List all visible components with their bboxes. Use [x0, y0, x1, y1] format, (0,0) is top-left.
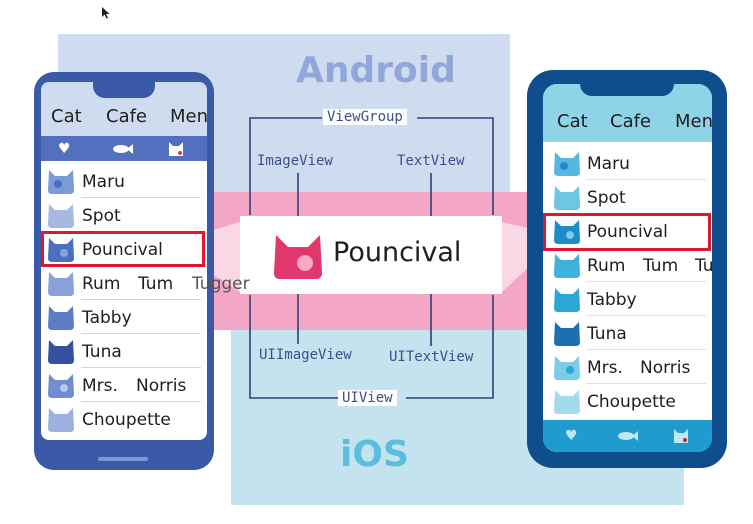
cat-face-icon — [48, 374, 74, 398]
cat-face-icon — [48, 238, 74, 262]
cat-face-icon — [554, 390, 580, 414]
uiimageview-label: UIImageView — [259, 347, 352, 363]
cat-name-word: Mrs. — [82, 376, 118, 396]
list-item[interactable]: Mrs. Norris — [41, 368, 207, 402]
cat-name: Pouncival — [587, 222, 668, 242]
cat-face-icon — [554, 322, 580, 346]
list-item[interactable]: Choupette — [41, 402, 207, 436]
list-item[interactable]: Maru — [41, 164, 207, 198]
cat-icon[interactable] — [673, 428, 689, 444]
heart-icon[interactable]: ♥ — [58, 141, 71, 157]
list-item[interactable]: Spot — [543, 180, 712, 214]
cat-face-icon — [48, 170, 74, 194]
cat-name: Spot — [587, 188, 626, 208]
textview-label: TextView — [397, 153, 465, 169]
list-item[interactable]: Rum Tum Tugger — [543, 248, 712, 282]
fish-icon[interactable] — [617, 431, 639, 441]
list-item-highlighted[interactable]: Pouncival — [41, 232, 207, 266]
cat-name: Tabby — [82, 308, 132, 328]
android-title-word: Cat — [51, 106, 82, 127]
cat-name-word: Tum — [643, 256, 679, 276]
cat-name-word: Norris — [640, 358, 691, 378]
android-title-word: Cafe — [106, 106, 148, 127]
android-home-bar[interactable] — [98, 457, 148, 461]
android-list: Maru Spot Pouncival Rum Tum Tugger Tabby… — [41, 164, 250, 440]
cat-face-icon — [48, 408, 74, 432]
cat-face-icon — [48, 306, 74, 330]
android-notch — [93, 76, 155, 98]
cat-name-word: Norris — [136, 376, 187, 396]
cat-face-icon — [274, 235, 322, 279]
cat-name-word: Rum — [82, 274, 121, 294]
list-item[interactable]: Tuna — [543, 316, 712, 350]
ios-notch — [580, 76, 674, 96]
cat-name: Choupette — [587, 392, 676, 412]
cat-face-icon — [554, 288, 580, 312]
cat-face-icon — [554, 186, 580, 210]
viewgroup-label: ViewGroup — [323, 109, 407, 125]
cat-face-icon — [48, 340, 74, 364]
cat-name: Spot — [82, 206, 121, 226]
cat-name: Tuna — [82, 342, 122, 362]
uitextview-label: UITextView — [389, 349, 474, 365]
list-item-highlighted[interactable]: Pouncival — [543, 214, 712, 248]
list-item[interactable]: Mrs. Norris — [543, 350, 712, 384]
ios-title-word: Menu — [675, 111, 712, 132]
cat-name: Tabby — [587, 290, 637, 310]
imageview-label: ImageView — [257, 153, 333, 169]
fish-icon[interactable] — [112, 144, 134, 154]
list-item[interactable]: Spot — [41, 198, 207, 232]
cat-face-icon — [554, 356, 580, 380]
ios-highlight-box — [543, 213, 711, 251]
cat-face-icon — [48, 204, 74, 228]
cat-name: Choupette — [82, 410, 171, 430]
ios-screen — [543, 84, 712, 452]
list-item[interactable]: Rum Tum Tugger — [41, 266, 250, 300]
cat-name-word: Tugger — [695, 256, 712, 276]
cat-name-word: Tum — [138, 274, 174, 294]
ios-list: Maru Spot Pouncival Rum Tum Tugger Tabby… — [543, 146, 712, 420]
list-item[interactable]: Tabby — [543, 282, 712, 316]
heart-icon[interactable]: ♥ — [565, 428, 578, 444]
cat-name-word: Mrs. — [587, 358, 623, 378]
ios-title-word: Cafe — [610, 111, 652, 132]
cat-face-icon — [554, 152, 580, 176]
cat-icon[interactable] — [168, 141, 184, 157]
list-item[interactable]: Tabby — [41, 300, 207, 334]
android-highlight-box — [41, 231, 205, 267]
uiview-label: UIView — [338, 390, 397, 406]
cat-name: Tuna — [587, 324, 627, 344]
cat-name-word: Tugger — [192, 274, 250, 294]
cat-face-icon — [48, 272, 74, 296]
cat-face-icon — [554, 254, 580, 278]
cat-name: Maru — [82, 172, 125, 192]
ios-title-word: Cat — [557, 111, 588, 132]
android-label: Android — [296, 50, 456, 91]
cat-face-icon — [554, 220, 580, 244]
cat-name: Maru — [587, 154, 630, 174]
mouse-cursor-icon — [102, 7, 110, 19]
list-item[interactable]: Maru — [543, 146, 712, 180]
list-item[interactable]: Choupette — [543, 384, 712, 418]
android-title-word: Menu — [170, 106, 207, 127]
ios-label: iOS — [340, 434, 409, 475]
cat-name: Pouncival — [82, 240, 163, 260]
cat-name-word: Rum — [587, 256, 626, 276]
center-item-label: Pouncival — [333, 237, 462, 268]
list-item[interactable]: Tuna — [41, 334, 207, 368]
